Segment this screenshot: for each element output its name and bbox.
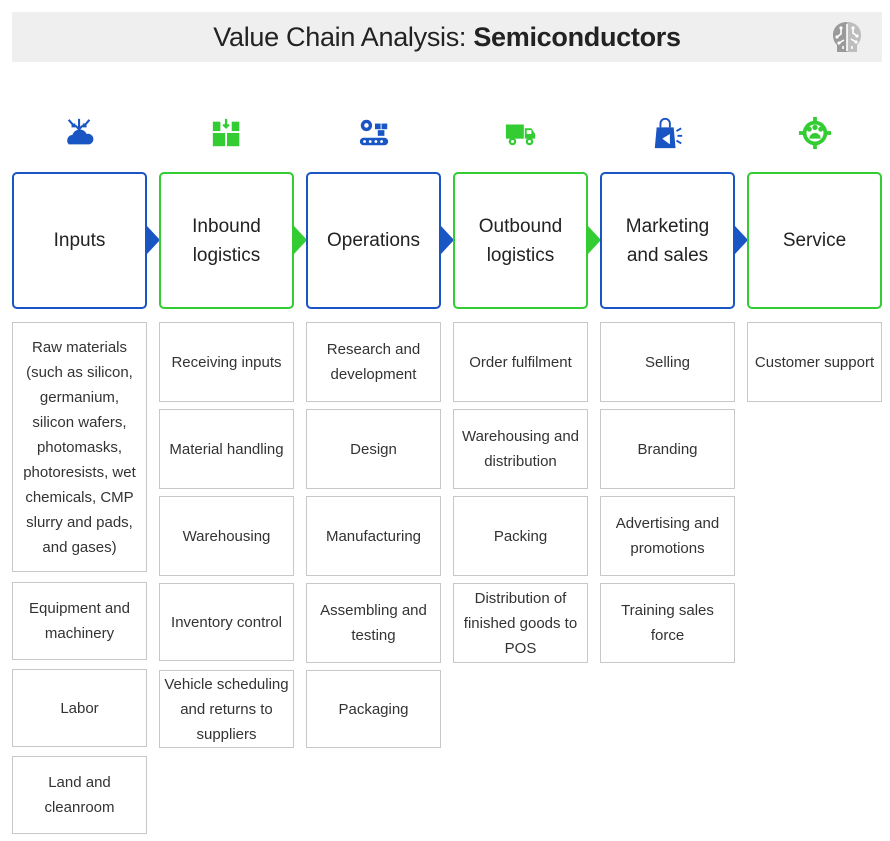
activity-label: Packing [493,527,548,545]
activity-label: Vehicle scheduling and returns to suppli… [164,675,289,743]
stage-header-label: Marketing and sales [625,215,710,266]
flow-arrow [441,226,454,254]
stage-header-label: Service [782,230,847,251]
activity-cell: Vehicle scheduling and returns to suppli… [159,670,294,748]
conveyor-gear-icon [357,116,391,156]
activity-label: Assembling and testing [320,602,427,644]
activity-cell: Labor [12,669,147,747]
stage-header-label: Inbound logistics [192,215,261,266]
stage-header: Outbound logistics [453,172,588,309]
activity-label: Customer support [754,353,875,371]
page-title: Value Chain Analysis: Semiconductors [12,22,882,53]
circuit-brain-icon [833,22,861,52]
title-subject: Semiconductors [473,22,681,52]
flow-arrow [588,226,601,254]
stage-header: Operations [306,172,441,309]
activity-label: Equipment and machinery [29,600,130,642]
activity-label: Order fulfilment [469,353,572,371]
activity-cell: Order fulfilment [453,322,588,402]
activity-label: Branding [637,440,698,458]
activity-cell: Training sales force [600,583,735,663]
activity-cell: Design [306,409,441,489]
stage-header: Inbound logistics [159,172,294,309]
stage-header: Inputs [12,172,147,309]
activity-label: Warehousing [182,527,271,545]
activity-label: Distribution of finished goods to POS [463,589,578,657]
activity-cell: Branding [600,409,735,489]
flow-arrow [294,226,307,254]
activity-label: Labor [60,699,99,717]
activity-cell: Land and cleanroom [12,756,147,834]
stage-header: Service [747,172,882,309]
activity-cell: Warehousing and distribution [453,409,588,489]
activity-label: Land and cleanroom [44,774,115,816]
flow-arrow [147,226,160,254]
activity-label: Advertising and promotions [615,515,720,557]
activity-cell: Distribution of finished goods to POS [453,583,588,663]
title-prefix: Value Chain Analysis: [213,22,474,52]
stage-header-label: Operations [327,230,420,251]
flow-arrow [735,226,748,254]
activity-label: Material handling [169,440,284,458]
activity-cell: Inventory control [159,583,294,661]
activity-label: Design [350,440,397,458]
activity-cell: Selling [600,322,735,402]
activity-label: Warehousing and distribution [461,428,580,470]
stage-header: Marketing and sales [600,172,735,309]
activity-cell: Assembling and testing [306,583,441,663]
activity-cell: Research and development [306,322,441,402]
delivery-truck-icon [504,116,538,156]
activity-cell: Raw materials (such as silicon, germaniu… [12,322,147,572]
activity-cell: Material handling [159,409,294,489]
activity-cell: Packing [453,496,588,576]
activity-label: Receiving inputs [171,353,282,371]
activity-cell: Receiving inputs [159,322,294,402]
activity-cell: Warehousing [159,496,294,576]
cloud-download-icon [63,116,97,156]
activity-label: Raw materials (such as silicon, germaniu… [23,338,136,556]
title-bar: Value Chain Analysis: Semiconductors [12,12,882,62]
activity-label: Packaging [338,700,409,718]
activity-cell: Manufacturing [306,496,441,576]
support-team-gear-icon [798,116,832,156]
activity-cell: Customer support [747,322,882,402]
stage-header-label: Inputs [53,230,106,251]
activity-cell: Packaging [306,670,441,748]
activity-label: Inventory control [171,613,282,631]
activity-label: Training sales force [621,602,714,644]
activity-cell: Advertising and promotions [600,496,735,576]
activity-label: Selling [644,353,691,371]
activity-cell: Equipment and machinery [12,582,147,660]
stage-header-label: Outbound logistics [478,215,563,266]
activity-label: Research and development [326,341,421,383]
boxes-arrow-icon [210,116,244,156]
activity-label: Manufacturing [325,527,422,545]
shopping-bag-megaphone-icon [651,116,685,156]
